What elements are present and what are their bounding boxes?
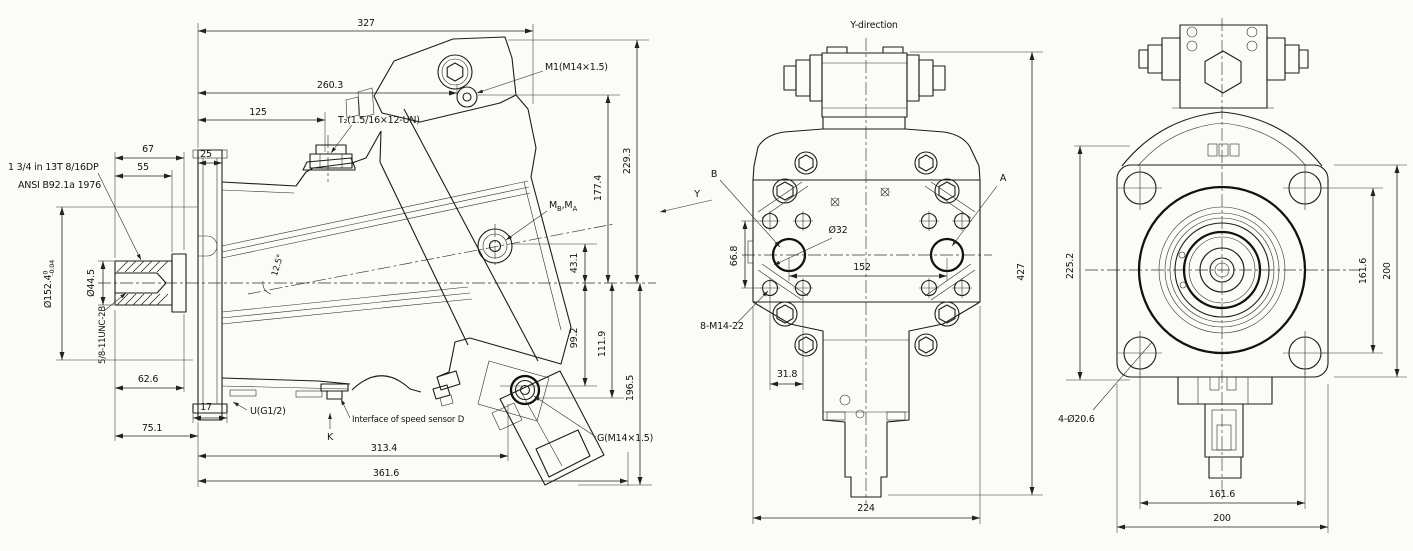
dim-427-label: 427 — [1016, 263, 1027, 281]
shaft-thread-label: 5/8-11UNC-2B — [98, 306, 108, 364]
dim-225-2-label: 225.2 — [1065, 253, 1076, 279]
dim-152-label: 152 — [853, 262, 871, 273]
side-view-art: 327 260.3 125 25 67 55 1 3/4 in 13T 8/16… — [8, 18, 656, 487]
dim-161-6-bottom-label: 161.6 — [1209, 489, 1235, 500]
spline-note-line2: ANSI B92.1a 1976 — [18, 180, 101, 191]
dia-44-5-label: Ø44.5 — [86, 269, 97, 297]
front-view-title: Y-direction — [849, 20, 898, 31]
spline-note-line1: 1 3/4 in 13T 8/16DP — [8, 162, 99, 173]
dim-62-6-label: 62.6 — [138, 374, 159, 385]
port-g-circles — [477, 360, 550, 422]
dim-161-6-side-label: 161.6 — [1358, 258, 1369, 284]
dim-25-label: 25 — [200, 149, 212, 160]
holes-4-dia-20-6-label: 4-Ø20.6 — [1058, 414, 1095, 425]
port-k-label: K — [327, 432, 334, 443]
port-t2-label: T₂(1.5/16×12-UN) — [337, 115, 420, 126]
dim-200-bottom-label: 200 — [1213, 513, 1231, 524]
dim-196-5-label: 196.5 — [625, 375, 636, 401]
front-view-art: Y-direction Y B A Ø32 152 66.8 31.8 8-M1… — [659, 20, 1043, 524]
port-mbma-circles — [477, 224, 513, 268]
relief-valve-block — [491, 370, 605, 486]
dia-152-4-label: Ø152.40-0.04 — [42, 260, 57, 308]
port-b-label: B — [711, 169, 717, 180]
dim-66-8-label: 66.8 — [729, 246, 740, 267]
dim-200-side-label: 200 — [1382, 262, 1393, 280]
dim-125-label: 125 — [249, 107, 267, 118]
port-m1-label: M1(M14×1.5) — [545, 62, 608, 73]
holes-8-m14-label: 8-M14-22 — [700, 321, 744, 332]
dim-67-label: 67 — [142, 144, 154, 155]
rear-view-art: 225.2 4-Ø20.6 161.6 200 161.6 200 — [1058, 18, 1407, 533]
dim-31-8-label: 31.8 — [777, 369, 798, 380]
dim-99-2-label: 99.2 — [569, 328, 580, 349]
port-g-label: G(M14×1.5) — [597, 433, 653, 444]
dim-361-6-label: 361.6 — [373, 468, 399, 479]
dim-55-label: 55 — [137, 162, 149, 173]
dim-17-label: 17 — [200, 402, 212, 413]
port-m1-circles — [437, 54, 478, 108]
shaft-concentric-circles — [1137, 185, 1307, 355]
dim-75-1-label: 75.1 — [142, 423, 163, 434]
view-arrow-y-label: Y — [693, 189, 700, 200]
port-mbma-label: MB,MA — [549, 200, 577, 213]
flange-corner-holes — [1118, 166, 1327, 375]
front-view-dimensions — [659, 51, 1043, 524]
rear-view-dimensions — [1066, 145, 1407, 533]
hex-bolts — [772, 151, 960, 357]
dim-260-3-label: 260.3 — [317, 80, 343, 91]
dim-43-1-label: 43.1 — [569, 253, 580, 274]
dim-111-9-label: 111.9 — [597, 331, 608, 357]
spline-hatching — [116, 260, 169, 306]
port-u-label: U(G1/2) — [250, 406, 286, 417]
dim-177-4-label: 177.4 — [593, 175, 604, 201]
port-a-label: A — [1000, 173, 1007, 184]
dia-32-label: Ø32 — [829, 225, 848, 236]
dim-327-label: 327 — [357, 18, 375, 29]
angle-12-5-label: 12.5° — [270, 253, 286, 277]
dim-224-label: 224 — [857, 503, 875, 514]
dim-313-4-label: 313.4 — [371, 443, 397, 454]
m14-bolt-holes — [760, 211, 972, 298]
dim-229-3-label: 229.3 — [622, 148, 633, 174]
speed-sensor-note: Interface of speed sensor D — [352, 415, 465, 425]
side-view-dimensions — [56, 23, 652, 487]
